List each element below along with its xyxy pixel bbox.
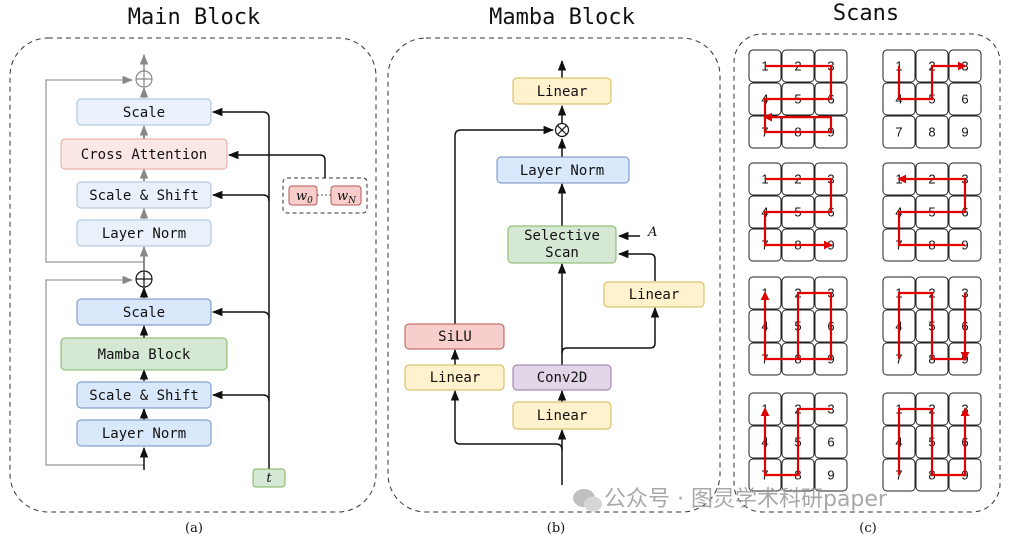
text-embedding-group: [282, 177, 368, 214]
mamba-block-panel: Mamba Block Linear Layer Norm Selective …: [387, 5, 721, 536]
add-node-bottom: [135, 270, 153, 288]
w-to-cross-attention: [227, 150, 326, 178]
wn-node: [330, 185, 362, 206]
arrow-silu-mult: [454, 125, 555, 324]
linear-bottom-block: [512, 401, 612, 430]
linear-right-block: [603, 281, 705, 308]
scan-cell: [948, 82, 982, 116]
layer-norm-top-label: Layer Norm: [102, 226, 186, 242]
scan-cell-number: 6: [827, 435, 834, 450]
scale-bottom-block: [76, 298, 212, 326]
scan-path-arrow: [897, 174, 967, 247]
selective-scan-label-2: Scan: [545, 245, 579, 261]
t-to-ss-top: [211, 190, 270, 202]
main-block-title: Main Block: [128, 5, 260, 30]
caption-a: (a): [185, 521, 203, 536]
arrow-input-left-branch: [450, 389, 563, 451]
linear-right-label: Linear: [629, 287, 680, 303]
multiply-node: [554, 122, 570, 138]
arrow-conv-linear-right: [561, 306, 660, 354]
conv2d-block: [512, 364, 612, 391]
layer-norm-bottom-label: Layer Norm: [102, 426, 186, 442]
t-to-scale-bottom: [211, 307, 270, 319]
scan-path-arrow: [897, 61, 967, 101]
scale-shift-bottom-label: Scale & Shift: [89, 388, 199, 404]
scale-shift-top-block: [76, 181, 212, 209]
wn-label: wN: [337, 189, 357, 206]
a-param-label: A: [647, 225, 657, 240]
linear-top-block: [512, 77, 612, 105]
t-label: t: [266, 471, 272, 486]
linear-bottom-label: Linear: [537, 408, 588, 424]
silu-label: SiLU: [438, 329, 472, 345]
mamba-block-frame: [387, 37, 721, 513]
scale-shift-top-label: Scale & Shift: [89, 188, 199, 204]
scans-title: Scans: [833, 1, 899, 26]
watermark: 公众号 · 图灵学术科研paper: [573, 487, 888, 512]
scan-cell: [814, 425, 848, 459]
scan-cell-number: 8: [928, 125, 935, 140]
scan-cell: [814, 458, 848, 492]
layer-norm-bottom-block: [76, 419, 212, 447]
caption-c: (c): [859, 521, 876, 536]
watermark-text: 公众号 · 图灵学术科研paper: [604, 487, 888, 512]
mamba-block-title: Mamba Block: [489, 5, 635, 30]
t-to-ss-bottom: [211, 390, 270, 402]
scale-top-block: [76, 98, 212, 126]
scan-path-arrow: [763, 177, 833, 250]
scan-cell: [882, 115, 916, 149]
t-to-scale-top: [211, 107, 270, 119]
cross-attention-label: Cross Attention: [81, 147, 207, 163]
mamba-block-label: Mamba Block: [98, 347, 191, 363]
silu-block: [404, 323, 505, 350]
w0-label: w0: [296, 189, 313, 206]
mamba-block-node: [60, 337, 228, 371]
scan-cell-number: 6: [961, 92, 968, 107]
arrow-linear-right-scan: [617, 249, 656, 281]
conv2d-label: Conv2D: [537, 370, 588, 386]
selective-scan-block: [507, 225, 617, 264]
layer-norm-b-label: Layer Norm: [520, 163, 604, 179]
linear-left-block: [404, 364, 505, 391]
scale-shift-bottom-block: [76, 381, 212, 409]
selective-scan-label-1: Selective: [524, 228, 600, 244]
main-block-panel: Main Block Scale Cross At: [9, 5, 377, 536]
scan-cell-number: 7: [895, 125, 902, 140]
scale-bottom-label: Scale: [123, 305, 165, 321]
layer-norm-top-block: [76, 219, 212, 247]
t-node: [252, 468, 286, 488]
residual-path-bottom: [45, 275, 144, 466]
caption-b: (b): [547, 521, 565, 536]
scan-path-arrow: [760, 291, 833, 361]
scale-top-label: Scale: [123, 105, 165, 121]
main-block-frame: [9, 37, 377, 513]
scan-cell: [948, 115, 982, 149]
add-node-top: [135, 70, 153, 88]
scan-path-arrow: [760, 407, 831, 477]
scan-cell: [915, 115, 949, 149]
scan-cell-number: 9: [961, 125, 968, 140]
linear-left-label: Linear: [430, 370, 481, 386]
scan-cell-number: 9: [827, 468, 834, 483]
cross-attention-block: [60, 138, 228, 170]
scan-path-arrow: [897, 407, 970, 477]
scan-path-arrow: [897, 291, 970, 361]
residual-path-top: [45, 75, 144, 263]
wechat-logo-icon: [573, 489, 602, 512]
scan-path-arrow: [763, 64, 833, 134]
linear-top-label: Linear: [537, 84, 588, 100]
layer-norm-b-block: [496, 156, 630, 184]
